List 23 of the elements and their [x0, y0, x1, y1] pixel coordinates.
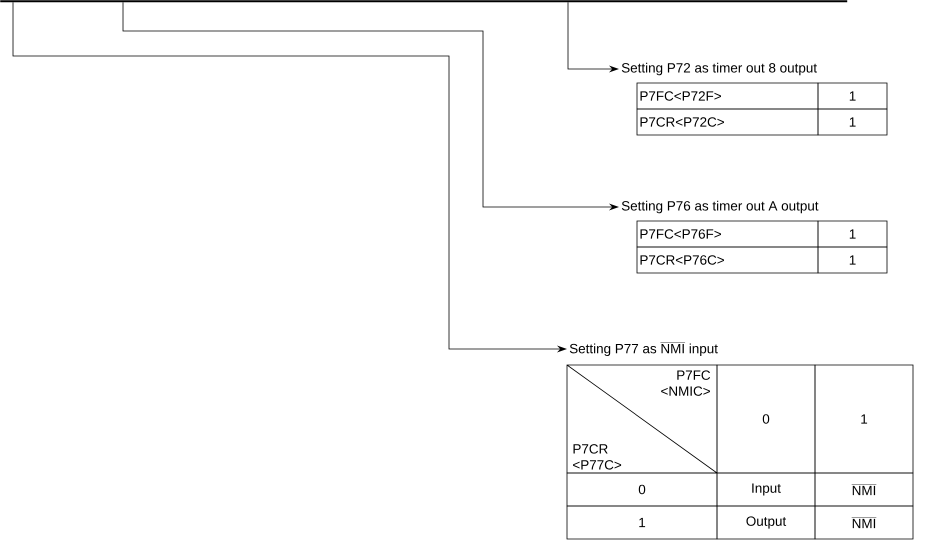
table-cell: 1 — [818, 220, 888, 248]
table-cell: P7FC<P76F> — [636, 220, 818, 248]
heading-text: Setting P72 as timer out 8 output — [622, 62, 817, 76]
table-cell: P7CR<P76C> — [636, 246, 818, 274]
table-cell: 0 — [566, 472, 718, 506]
table-cell: 0 — [716, 364, 816, 474]
header-cell: P7FC <NMIC> P7CR <P77C> — [566, 364, 718, 474]
table-cell: Output — [716, 506, 816, 540]
table-cell: 1 — [818, 82, 888, 110]
table-cell: Input — [716, 472, 816, 506]
bus-line — [0, 0, 848, 2]
table-cell: P7CR<P72C> — [636, 108, 818, 136]
table-cell: NMI — [814, 506, 914, 540]
label: P7FC <NMIC> — [661, 370, 710, 396]
table-cell: 1 — [566, 506, 718, 540]
table-cell: 1 — [818, 108, 888, 136]
table-cell: P7FC<P72F> — [636, 82, 818, 110]
heading-text: Setting P77 as NMI input — [570, 342, 718, 356]
table-cell: NMI — [814, 472, 914, 506]
table-cell: 1 — [814, 364, 914, 474]
label: P7CR <P77C> — [573, 444, 622, 470]
heading-text: Setting P76 as timer out A output — [622, 200, 818, 214]
table-cell: 1 — [818, 246, 888, 274]
